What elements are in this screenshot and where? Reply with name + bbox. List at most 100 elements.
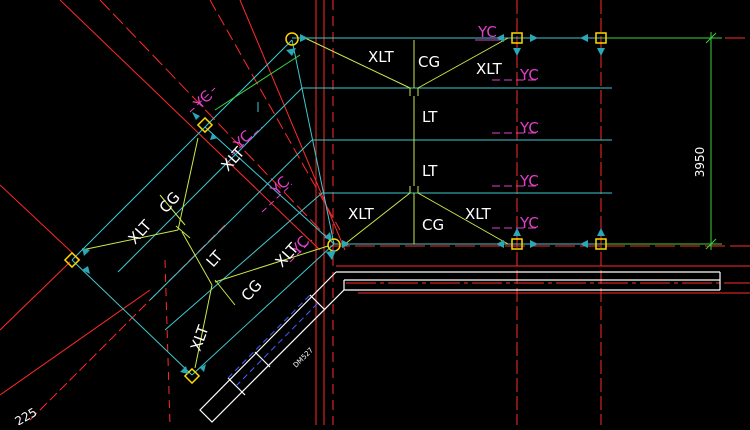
yc-label: YC [519, 119, 539, 137]
yc-label: YC [519, 172, 539, 190]
beam-line [117, 87, 303, 273]
axis-line [0, 184, 81, 261]
arrow-icon [210, 134, 218, 140]
arrow-left-icon [580, 34, 588, 42]
yc-label: YC [266, 173, 293, 200]
member-line [194, 284, 213, 369]
wall-tag: DM527 [292, 346, 315, 369]
beam-line [149, 139, 313, 301]
axis-line [59, 0, 321, 251]
cg-label: CG [422, 216, 444, 234]
arrow-down-icon [597, 48, 605, 56]
dimension-partial: 225 [13, 405, 40, 425]
member-line [214, 279, 236, 306]
member-line [177, 137, 199, 231]
arrow-icon [82, 248, 90, 256]
inclined-members [81, 37, 509, 369]
arrow-up-icon [597, 228, 605, 236]
yc-underline [231, 126, 263, 156]
column-square-icon[interactable] [511, 238, 523, 250]
arrow-right-icon [530, 34, 538, 42]
arrow-right-icon [342, 240, 350, 248]
column-square-icon[interactable] [196, 116, 214, 134]
dimension-line [214, 54, 301, 111]
arrow-icon [180, 366, 188, 374]
arrow-icon [326, 250, 336, 260]
window-line [235, 302, 319, 387]
column-square-icon[interactable] [511, 32, 523, 44]
cg-label: CG [156, 188, 184, 216]
beam-line [291, 39, 335, 245]
arrow-icon [286, 48, 296, 56]
wall-line [227, 377, 246, 396]
arrow-down-icon [513, 48, 521, 56]
member-line [344, 192, 411, 245]
axis-line [209, 0, 341, 231]
arrow-right-icon [300, 34, 308, 42]
member-line [417, 37, 509, 89]
yc-underline [189, 87, 216, 113]
beam-line [164, 192, 323, 331]
dimension-tick [705, 238, 717, 250]
window-dashes [227, 294, 319, 387]
arrow-up-icon [513, 228, 521, 236]
member-line [181, 231, 213, 286]
cg-label: CG [238, 276, 266, 304]
wall-line [199, 271, 720, 423]
yc-underline [261, 183, 293, 213]
beam-line [191, 243, 335, 376]
column-circle-icon[interactable] [327, 238, 341, 252]
dimension-lines [214, 32, 722, 250]
xlt-label: XLT [476, 60, 503, 78]
xlt-label: XLT [368, 48, 395, 66]
member-line [175, 225, 191, 239]
beam-line [71, 259, 193, 376]
cg-label: CG [418, 53, 440, 71]
beam-line [71, 126, 206, 261]
column-square-icon[interactable] [63, 251, 81, 269]
xlt-label: XLT [187, 322, 213, 353]
arrow-icon [192, 112, 200, 120]
arrow-icon [82, 266, 90, 274]
lt-label: LT [203, 247, 227, 271]
wall-line [309, 294, 326, 311]
yc-label: YC [519, 214, 539, 232]
arrow-left-icon [496, 34, 504, 42]
member-line [304, 37, 411, 89]
axis-line [99, 0, 331, 241]
stair-outline [71, 37, 612, 376]
member-line [214, 245, 329, 283]
beam-line [204, 39, 293, 128]
yc-underline [289, 239, 313, 263]
arrow-icon [324, 232, 332, 240]
column-square-icon[interactable] [183, 367, 201, 385]
member-line [159, 194, 186, 226]
wall-line [254, 351, 271, 368]
arrow-left-icon [580, 240, 588, 248]
axis-line [0, 289, 151, 396]
arrow-icon [200, 364, 206, 372]
lt-label: LT [422, 108, 438, 126]
xlt-label: XLT [125, 216, 156, 248]
lt-label: LT [422, 162, 438, 180]
member-line [81, 229, 179, 251]
xlt-label: XLT [348, 205, 375, 223]
yc-label: YC [519, 66, 539, 84]
column-circle-icon[interactable] [285, 32, 299, 46]
column-square-icon[interactable] [595, 32, 607, 44]
wall-outline [199, 271, 721, 423]
yc-markers [189, 39, 540, 263]
beam-line [204, 126, 335, 245]
arrow-left-icon [496, 240, 504, 248]
support-arrows [82, 34, 605, 374]
dimension-3950: 3950 [693, 147, 707, 178]
arrow-right-icon [530, 240, 538, 248]
xlt-label: XLT [465, 205, 492, 223]
axis-line [0, 261, 71, 331]
member-line [417, 192, 509, 245]
column-square-icon[interactable] [595, 238, 607, 250]
dimension-tick [705, 32, 717, 44]
yc-label: YC [477, 23, 497, 41]
